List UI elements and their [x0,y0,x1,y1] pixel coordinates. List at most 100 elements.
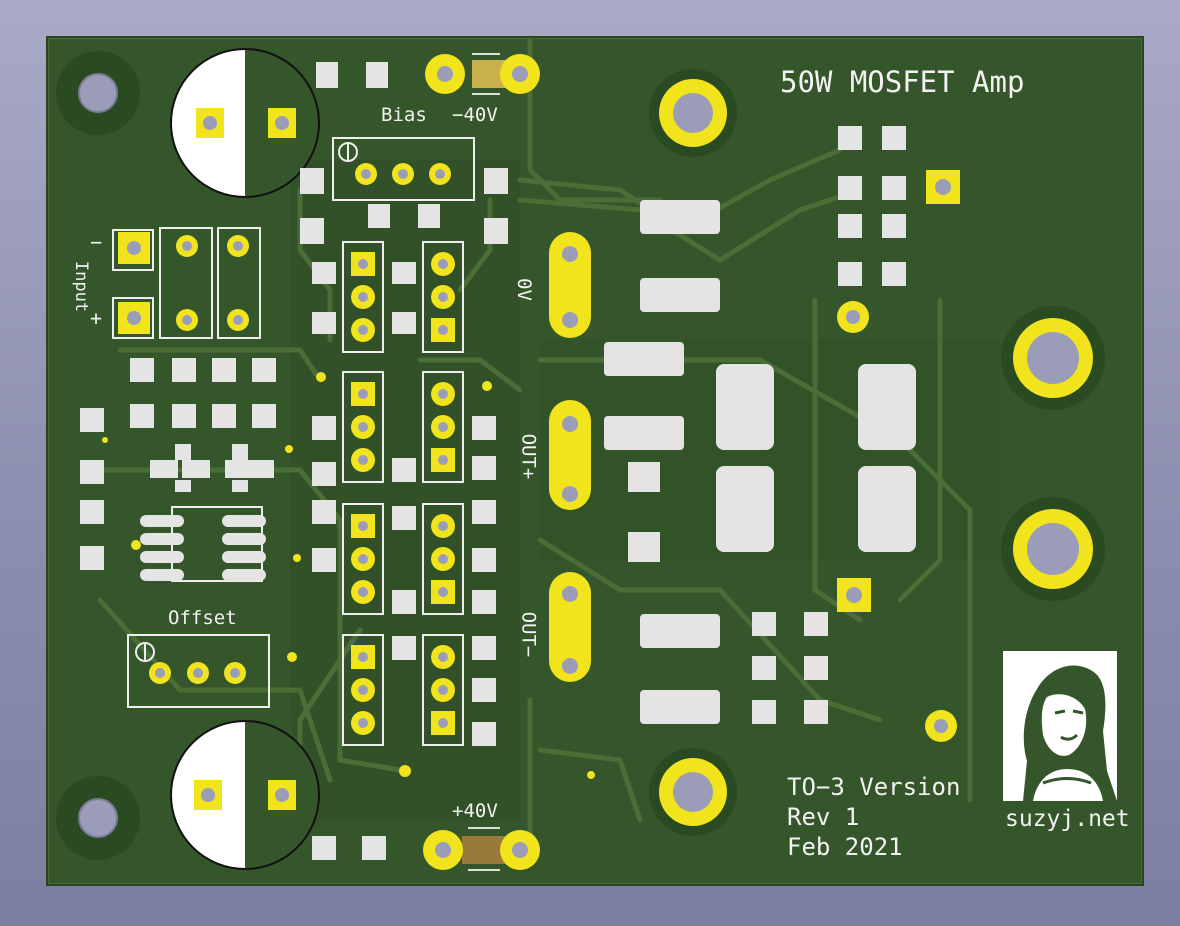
smd-pad [472,548,496,572]
smd-pad [882,126,906,150]
smd-pad [368,204,390,228]
smd-pad [252,404,276,428]
transistor-outline [422,241,464,353]
op-amp-ic [140,444,274,582]
out-minus-label: OUT− [517,611,540,658]
smd-pad [80,500,104,524]
smd-pad [472,636,496,660]
smd-pad [312,836,336,860]
smd-pad [300,168,324,194]
smd-pad [882,262,906,286]
smd-pad [838,176,862,200]
smd-pad [212,404,236,428]
smd-pad [752,700,776,724]
smd-pad [752,612,776,636]
smd-pad [130,404,154,428]
input-label: Input [71,260,92,313]
misc-through-hole-pads [837,170,960,742]
smd-pad [804,656,828,680]
smd-pad [752,656,776,680]
transistor-footprints [342,241,464,746]
smd-pad [484,168,508,194]
transistor-outline [342,503,384,615]
smd-pad [252,358,276,382]
bias-label: Bias [381,104,427,126]
electrolytic-capacitor-icon [170,720,320,870]
smd-pad [472,456,496,480]
smd-pads [80,62,906,860]
smd-pad [316,62,338,88]
smd-pad [172,358,196,382]
electrolytic-capacitor-icon [170,48,320,198]
artist-portrait-logo-icon [1003,651,1117,801]
smd-pad [472,590,496,614]
smd-pad [472,416,496,440]
transistor-outline [422,371,464,483]
transistor-outline [422,634,464,746]
smd-pad [484,218,508,244]
input-plus-label: + [90,306,103,330]
vias [102,372,595,779]
smd-pad [80,546,104,570]
rail-fuse-bottom [423,827,540,871]
smd-pad [882,214,906,238]
transistor-outline [342,241,384,353]
smd-pad [312,462,336,486]
smd-pad [172,404,196,428]
smd-pad [366,62,388,88]
board-title: 50W MOSFET Amp [780,65,1025,99]
transistor-outline [342,634,384,746]
smd-pad [212,358,236,382]
mounting-hole-icon [56,51,140,135]
smd-pad [392,262,416,284]
smd-pad [392,590,416,614]
input-minus-label: − [90,230,103,254]
date-label: Feb 2021 [787,833,903,861]
smd-pad [80,408,104,432]
smd-pad [312,548,336,572]
offset-label: Offset [168,607,237,629]
to3-mounting-pads [649,69,1105,836]
smd-pad [838,262,862,286]
smd-pad [838,126,862,150]
negative-rail-label: −40V [452,104,498,126]
smd-pad [312,416,336,440]
smd-pad [472,500,496,524]
mounting-hole-icon [56,776,140,860]
power-resistors [604,200,916,724]
smd-pad [80,460,104,484]
rail-fuse-top [425,53,540,95]
smd-pad [472,678,496,702]
smd-pad [838,214,862,238]
website-label: suzyj.net [1005,806,1130,832]
smd-pad [392,506,416,530]
trimmer-potentiometer-icon [332,137,475,201]
mounting-holes [56,51,140,860]
smd-pad [362,836,386,860]
positive-rail-label: +40V [452,800,498,822]
transistor-outline [342,371,384,483]
smd-pad [628,462,660,492]
smd-pad [312,312,336,334]
smd-pad [392,458,416,482]
trimmer-potentiometer-icon [127,634,270,708]
revision-label: Rev 1 [787,803,860,831]
zero-volt-label: 0V [512,278,535,301]
transistor-outline [422,503,464,615]
smd-pad [804,700,828,724]
portrait-drawing [1023,665,1117,801]
smd-pad [312,262,336,284]
smd-pad [804,612,828,636]
smd-pad [392,636,416,660]
smd-pad [130,358,154,382]
out-plus-label: OUT+ [517,433,540,480]
smd-pad [312,500,336,524]
smd-pad [882,176,906,200]
smd-pad [418,204,440,228]
smd-pad [628,532,660,562]
smd-pad [300,218,324,244]
version-label: TO−3 Version [787,773,961,801]
input-connector [112,227,261,339]
smd-pad [472,722,496,746]
smd-pad [392,312,416,334]
